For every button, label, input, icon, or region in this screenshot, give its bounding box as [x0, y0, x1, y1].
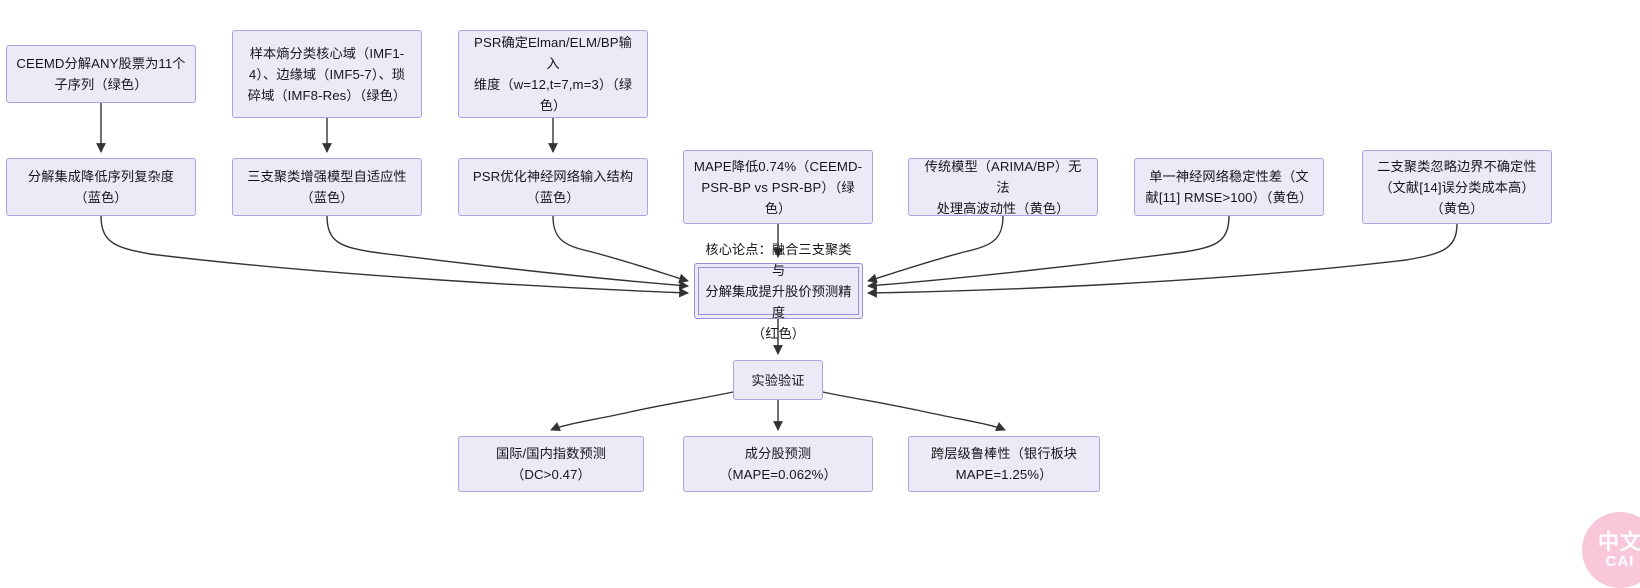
- node-constituent-stock-result[interactable]: 成分股预测 （MAPE=0.062%）: [683, 436, 873, 492]
- edge-n12-n13: [550, 391, 734, 432]
- node-three-way-clustering-adaptivity[interactable]: 三支聚类增强模型自适应性 （蓝色）: [232, 158, 422, 216]
- node-label: MAPE降低0.74%（CEEMD- PSR-BP vs PSR-BP）（绿 色…: [693, 158, 863, 216]
- edge-n12-n15: [822, 391, 1006, 432]
- node-index-forecast-result[interactable]: 国际/国内指数预测 （DC>0.47）: [458, 436, 644, 492]
- node-ceemd-decomposition[interactable]: CEEMD分解ANY股票为11个 子序列（绿色）: [6, 45, 196, 103]
- node-label: 三支聚类增强模型自适应性 （蓝色）: [247, 169, 407, 205]
- node-label: CEEMD分解ANY股票为11个 子序列（绿色）: [16, 56, 186, 92]
- node-mape-reduction-evidence[interactable]: MAPE降低0.74%（CEEMD- PSR-BP vs PSR-BP）（绿 色…: [683, 150, 873, 224]
- node-experimental-validation[interactable]: 实验验证: [733, 360, 823, 400]
- node-label: 实验验证: [751, 372, 805, 388]
- node-traditional-model-gap[interactable]: 传统模型（ARIMA/BP）无法 处理高波动性（黄色）: [908, 158, 1098, 216]
- node-core-thesis[interactable]: 核心论点：融合三支聚类与 分解集成提升股价预测精度 （红色）: [694, 242, 863, 341]
- node-label: PSR确定Elman/ELM/BP输入 维度（w=12,t=7,m=3）（绿 色…: [473, 35, 633, 113]
- node-label: 国际/国内指数预测 （DC>0.47）: [495, 446, 607, 482]
- node-label: PSR优化神经网络输入结构 （蓝色）: [472, 169, 634, 205]
- flowchart-canvas: CEEMD分解ANY股票为11个 子序列（绿色） 样本熵分类核心域（IMF1- …: [6, 30, 1640, 588]
- watermark-badge: 中文 CAI: [1582, 512, 1640, 588]
- watermark-bottom-text: CAI: [1605, 552, 1635, 570]
- node-decomposition-reduces-complexity[interactable]: 分解集成降低序列复杂度 （蓝色）: [6, 158, 196, 216]
- node-psr-input-dimension[interactable]: PSR确定Elman/ELM/BP输入 维度（w=12,t=7,m=3）（绿 色…: [458, 30, 648, 118]
- node-label: 传统模型（ARIMA/BP）无法 处理高波动性（黄色）: [924, 158, 1082, 216]
- node-label: 单一神经网络稳定性差（文 献[11] RMSE>100）（黄色）: [1145, 169, 1313, 205]
- node-label: 核心论点：融合三支聚类与 分解集成提升股价预测精度 （红色）: [705, 241, 852, 341]
- edge-n6-n11: [552, 215, 689, 284]
- node-two-way-clustering-gap[interactable]: 二支聚类忽略边界不确定性 （文献[14]误分类成本高） （黄色）: [1362, 150, 1552, 224]
- edge-n4-n11: [100, 215, 689, 298]
- node-cross-level-robustness-result[interactable]: 跨层级鲁棒性（银行板块 MAPE=1.25%）: [908, 436, 1100, 492]
- edge-n5-n11: [326, 215, 689, 291]
- node-single-network-instability-gap[interactable]: 单一神经网络稳定性差（文 献[11] RMSE>100）（黄色）: [1134, 158, 1324, 216]
- node-label: 分解集成降低序列复杂度 （蓝色）: [27, 169, 175, 205]
- node-label: 成分股预测 （MAPE=0.062%）: [719, 446, 837, 482]
- edge-n10-n11: [867, 223, 1458, 298]
- node-sample-entropy-classification[interactable]: 样本熵分类核心域（IMF1- 4）、边缘域（IMF5-7）、琐 碎域（IMF8-…: [232, 30, 422, 118]
- node-psr-optimizes-network-input[interactable]: PSR优化神经网络输入结构 （蓝色）: [458, 158, 648, 216]
- node-label: 样本熵分类核心域（IMF1- 4）、边缘域（IMF5-7）、琐 碎域（IMF8-…: [247, 45, 407, 103]
- edge-n9-n11: [867, 215, 1230, 291]
- node-label: 跨层级鲁棒性（银行板块 MAPE=1.25%）: [930, 446, 1078, 482]
- node-label: 二支聚类忽略边界不确定性 （文献[14]误分类成本高） （黄色）: [1377, 158, 1537, 216]
- edge-n8-n11: [867, 215, 1004, 284]
- watermark-top-text: 中文: [1598, 530, 1640, 554]
